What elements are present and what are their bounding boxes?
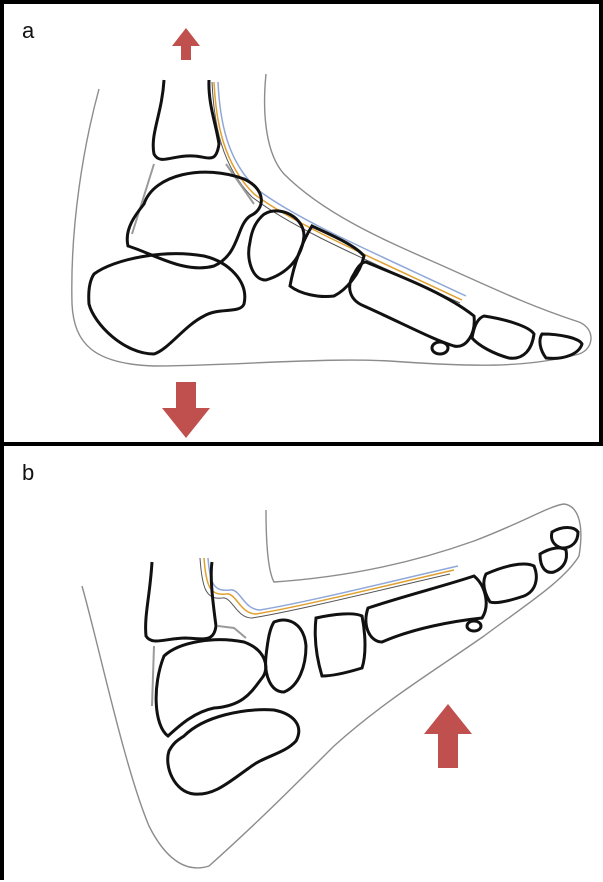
proximal-phalanx: [484, 564, 536, 603]
tendon-blue: [208, 558, 458, 610]
calcaneus-bone: [89, 254, 245, 354]
panel-a: a: [0, 0, 603, 444]
ligament: [226, 164, 254, 204]
foot-diagram-a: [4, 4, 599, 442]
arrow-down-icon: [162, 382, 210, 438]
navicular-bone: [249, 211, 304, 280]
sesamoid-bone: [467, 621, 481, 631]
talus-bone: [156, 640, 266, 736]
tendon-dark: [212, 82, 460, 303]
arrow-up-icon: [172, 28, 200, 60]
distal-phalanx: [551, 528, 578, 549]
tendon-blue: [218, 82, 466, 296]
sesamoid-bone: [432, 342, 448, 354]
proximal-phalanx: [472, 316, 534, 358]
ligament: [218, 626, 246, 638]
panel-b: b: [0, 444, 603, 880]
navicular-bone: [266, 620, 306, 692]
cuneiform-bone: [315, 614, 365, 676]
arrow-up-icon: [424, 704, 472, 768]
tendon-dark: [200, 558, 450, 618]
foot-diagram-b: [4, 446, 603, 882]
middle-phalanx: [540, 548, 567, 572]
tibia-bone: [153, 80, 219, 159]
metatarsal-bone: [350, 262, 475, 346]
ligament: [152, 646, 154, 706]
tendon-orange: [204, 558, 454, 614]
calcaneus-bone: [168, 710, 299, 794]
ligament: [132, 164, 154, 234]
